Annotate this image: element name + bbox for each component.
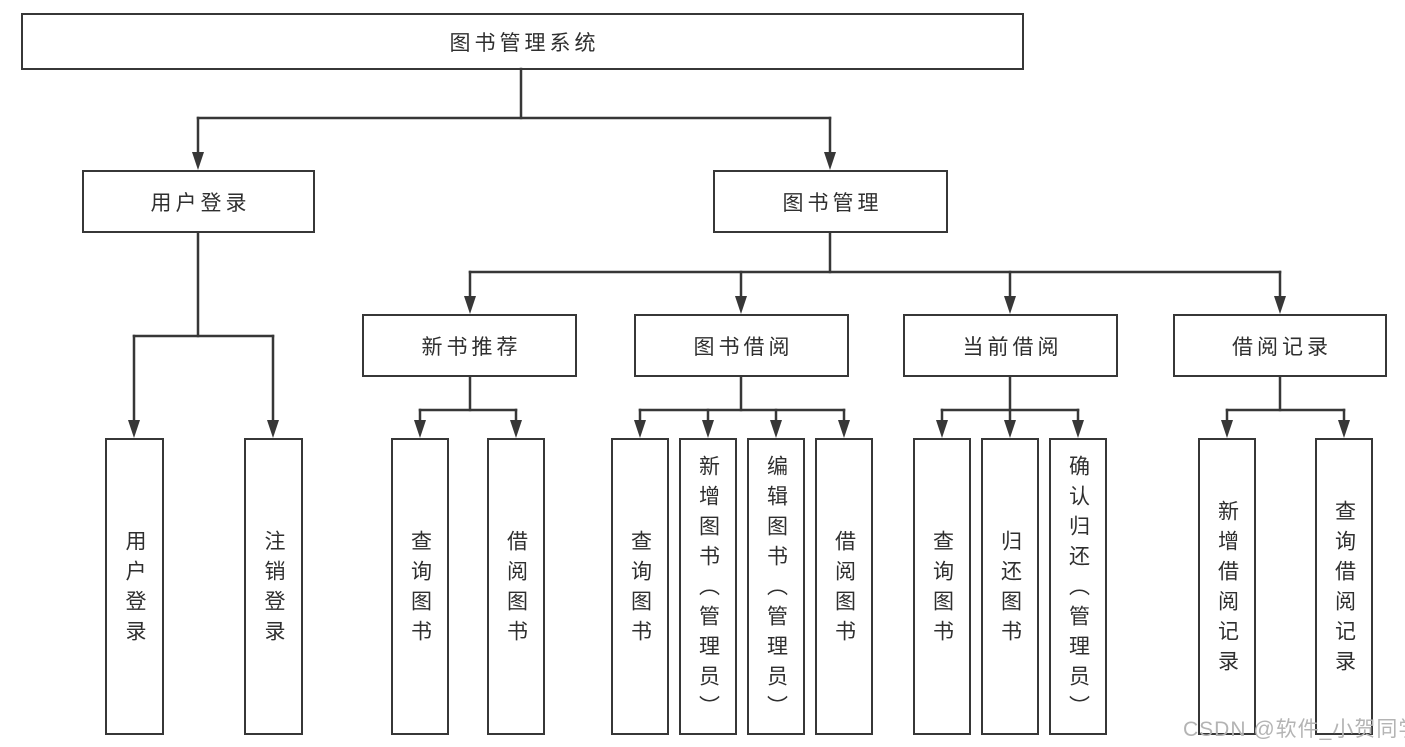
node-root-system: 图书管理系统 [21,13,1024,70]
leaf-logout: 注销登录 [244,438,303,735]
leaf-return-book: 归还图书 [981,438,1039,735]
leaf-confirm-return-admin: 确认归还（管理员） [1049,438,1107,735]
leaf-recommend-query-book: 查询图书 [391,438,449,735]
leaf-add-borrow-record: 新增借阅记录 [1198,438,1256,735]
node-borrow-records: 借阅记录 [1173,314,1387,377]
leaf-borrow-book: 借阅图书 [815,438,873,735]
node-new-book-recommend: 新书推荐 [362,314,577,377]
leaf-borrow-query-book: 查询图书 [611,438,669,735]
node-user-login-group: 用户登录 [82,170,315,233]
leaf-recommend-borrow-book: 借阅图书 [487,438,545,735]
leaf-edit-book-admin: 编辑图书（管理员） [747,438,805,735]
leaf-query-borrow-record: 查询借阅记录 [1315,438,1373,735]
leaf-user-login: 用户登录 [105,438,164,735]
leaf-current-query-book: 查询图书 [913,438,971,735]
node-book-borrow: 图书借阅 [634,314,849,377]
node-book-management-group: 图书管理 [713,170,948,233]
csdn-watermark: CSDN @软件_小贺同学 [1183,718,1405,741]
leaf-add-book-admin: 新增图书（管理员） [679,438,737,735]
node-current-borrow: 当前借阅 [903,314,1118,377]
